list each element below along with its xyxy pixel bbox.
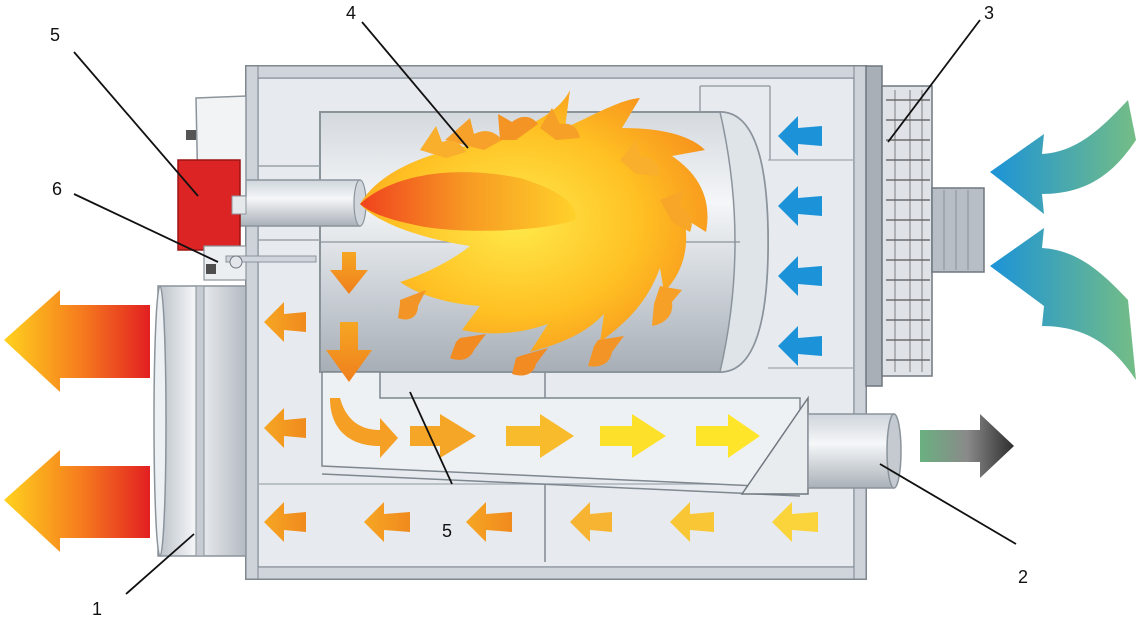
burner-unit [177,95,247,251]
fan-icon [865,65,985,387]
flame-icon [360,90,708,376]
flue-gas-flow [326,252,760,458]
flue-pipe [807,413,902,489]
label-burner: 5 [50,25,61,45]
cold-air-arrow-icon [990,100,1136,380]
hot-air-arrow-icon [4,290,150,552]
label-heat-exchanger: 5 [442,521,453,541]
label-fan: 3 [984,3,995,23]
label-flame: 4 [346,3,357,23]
label-flue: 2 [1018,567,1029,587]
internal-hot-air [264,302,818,542]
internal-cold-air [778,116,822,366]
leader-lines [73,19,1017,595]
label-thermostat: 6 [52,179,63,199]
air-outlet-collar [153,285,247,557]
thermostat [203,245,317,281]
burner-tube [239,165,367,241]
exhaust-arrow-icon [920,414,1014,478]
label-air-outlet: 1 [92,599,103,619]
